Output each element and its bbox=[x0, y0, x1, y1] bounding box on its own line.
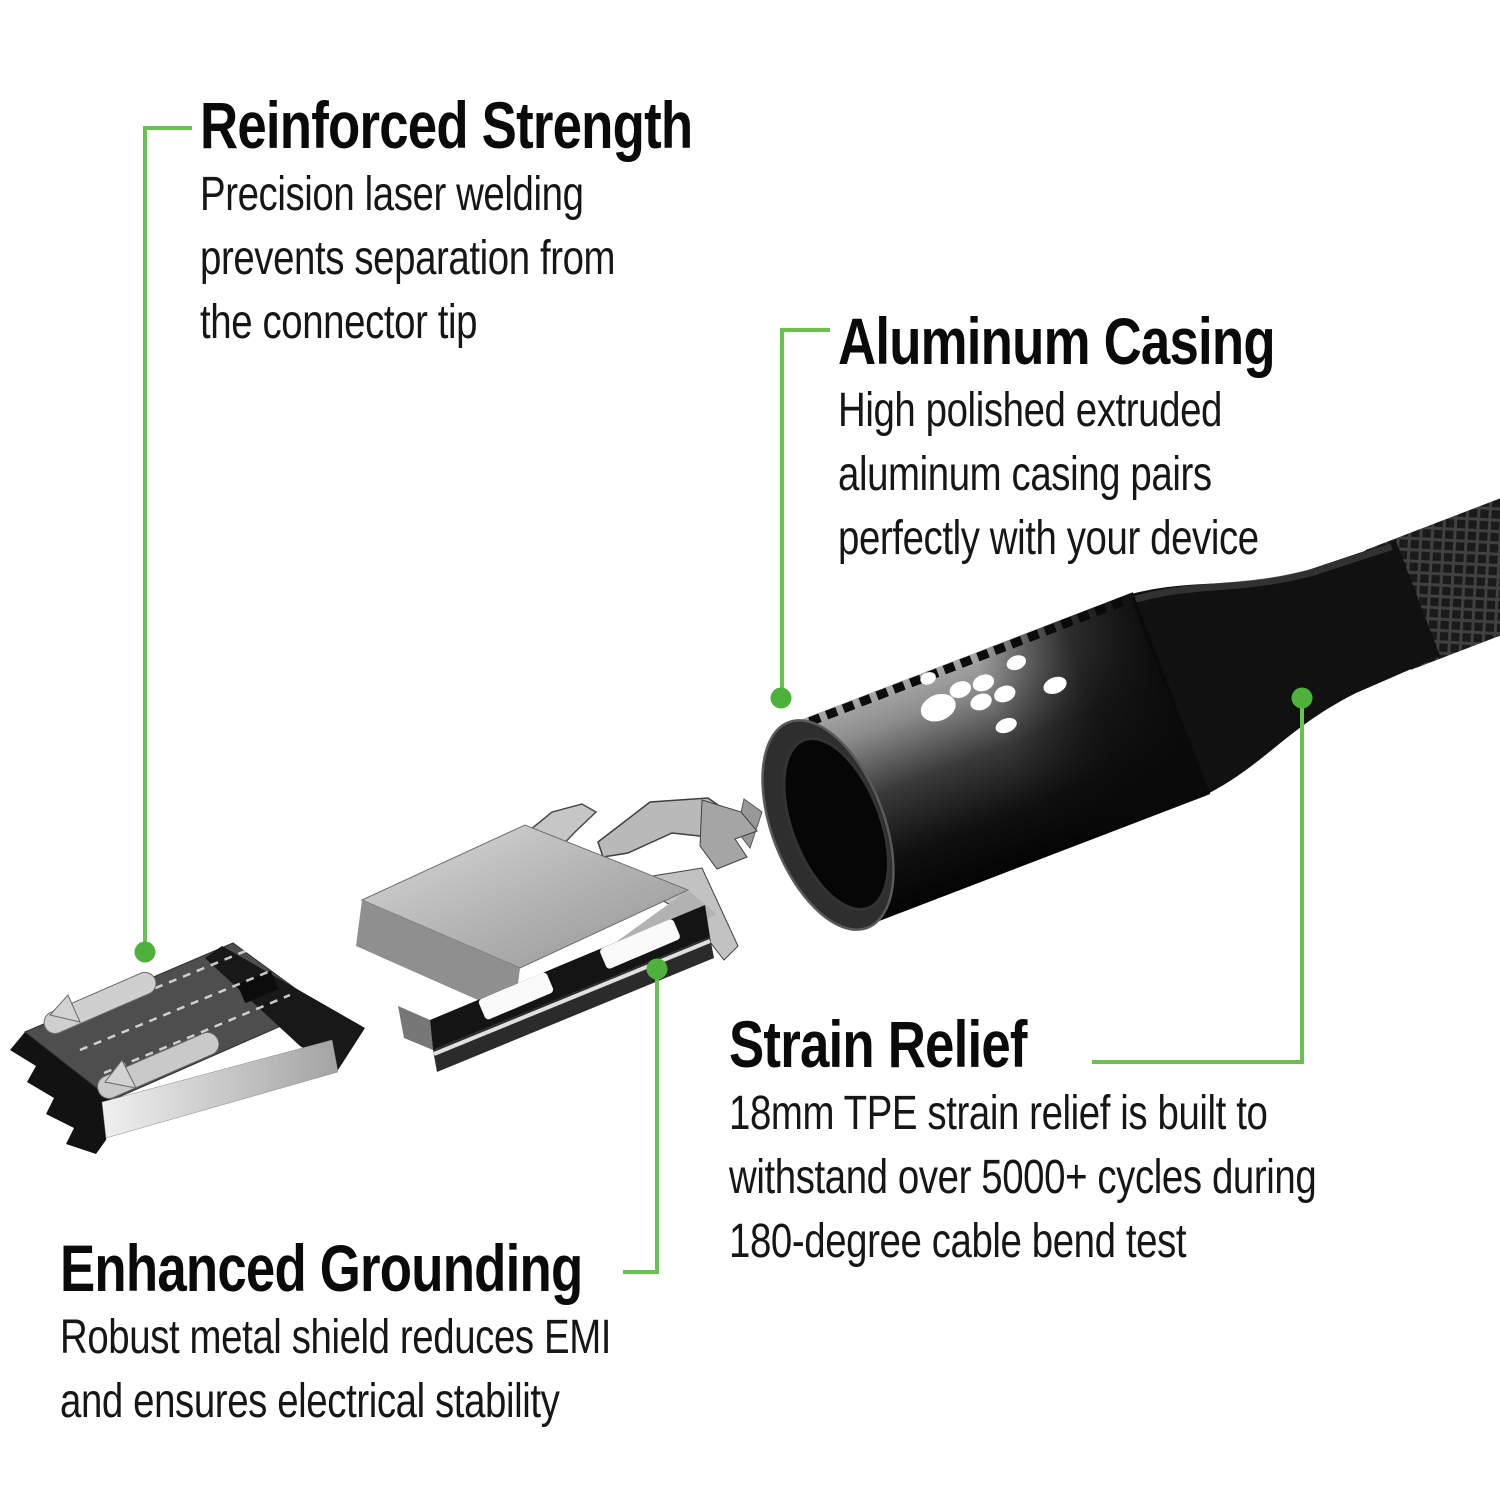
callout-lines bbox=[143, 126, 1304, 1274]
micro-usb-tip-illustration bbox=[10, 942, 365, 1154]
callout-enhanced-grounding: Enhanced Grounding Robust metal shield r… bbox=[60, 1232, 611, 1434]
shield-band-shadow bbox=[433, 937, 714, 1072]
shield-spring-hook bbox=[699, 799, 758, 870]
casing-opening bbox=[761, 719, 895, 931]
callout-dots bbox=[134, 687, 1313, 980]
callout-line-aluminum-casing bbox=[780, 328, 830, 690]
callout-dot-enhanced-grounding bbox=[646, 958, 668, 980]
shield-left-face bbox=[356, 900, 520, 1016]
belkin-dots-logo-icon bbox=[920, 655, 1067, 734]
tip-back-housing bbox=[205, 946, 365, 1070]
tip-top-nub bbox=[237, 970, 279, 1004]
callout-aluminum-casing: Aluminum Casing High polished extruded a… bbox=[838, 304, 1276, 571]
callout-body-aluminum-casing: High polished extruded aluminum casing p… bbox=[838, 384, 1259, 565]
tip-front-teeth bbox=[10, 1032, 112, 1154]
shield-bright-edge bbox=[433, 939, 711, 1056]
shield-slot-right bbox=[600, 919, 680, 969]
tip-spring-latches bbox=[43, 971, 220, 1099]
shield-slot-left bbox=[478, 972, 554, 1020]
strain-relief-illustration bbox=[1121, 540, 1441, 799]
callout-line-reinforced-strength bbox=[143, 126, 192, 944]
callout-title-strain-relief: Strain Relief bbox=[729, 1007, 1027, 1081]
casing-shadow bbox=[972, 592, 1211, 856]
callout-reinforced-strength: Reinforced Strength Precision laser weld… bbox=[200, 88, 693, 355]
callout-dot-aluminum-casing bbox=[770, 687, 792, 709]
callout-line-enhanced-grounding bbox=[623, 977, 659, 1274]
callout-body-strain-relief: 18mm TPE strain relief is built to withs… bbox=[729, 1087, 1317, 1268]
aluminum-casing-illustration bbox=[736, 471, 1500, 931]
callout-body-reinforced-strength: Precision laser welding prevents separat… bbox=[200, 168, 616, 349]
tip-bottom-shine bbox=[101, 1039, 339, 1139]
callout-body-enhanced-grounding: Robust metal shield reduces EMI and ensu… bbox=[60, 1311, 612, 1428]
shield-tab bbox=[398, 1006, 433, 1050]
callout-dot-strain-relief bbox=[1291, 687, 1313, 709]
metal-shield-illustration bbox=[356, 797, 758, 1072]
callout-title-enhanced-grounding: Enhanced Grounding bbox=[60, 1231, 583, 1305]
braided-cable-illustration bbox=[1365, 471, 1500, 670]
callout-dot-reinforced-strength bbox=[134, 941, 156, 963]
callout-line-strain-relief bbox=[1092, 706, 1304, 1064]
callout-strain-relief: Strain Relief 18mm TPE strain relief is … bbox=[729, 1007, 1317, 1274]
callout-title-aluminum-casing: Aluminum Casing bbox=[838, 304, 1276, 378]
callout-title-reinforced-strength: Reinforced Strength bbox=[200, 88, 693, 162]
